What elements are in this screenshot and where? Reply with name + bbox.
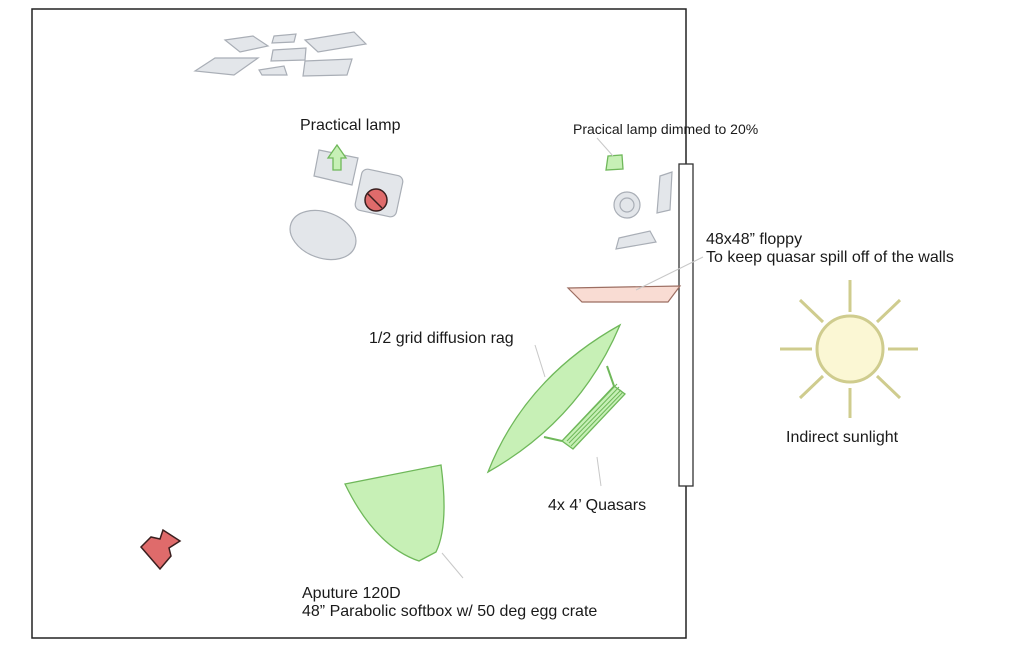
room-outline xyxy=(31,8,687,639)
floor-papers xyxy=(193,31,368,77)
leader-dimmed-lamp xyxy=(596,137,614,157)
floppy-flag xyxy=(566,285,682,303)
label-practical-lamp: Practical lamp xyxy=(300,117,401,134)
ottoman xyxy=(289,209,357,261)
chair-back xyxy=(656,171,673,214)
window-wall xyxy=(678,163,694,487)
leader-grid-rag xyxy=(534,344,546,378)
practical-lamp-group xyxy=(289,143,404,261)
label-quasars: 4x 4’ Quasars xyxy=(548,497,646,514)
label-practical-lamp-dimmed: Pracical lamp dimmed to 20% xyxy=(573,121,758,137)
dimmed-lamp-group xyxy=(605,154,673,250)
quasar-tubes xyxy=(543,365,626,450)
lamp-arrow-icon xyxy=(326,143,348,171)
label-aputure-line2: 48” Parabolic softbox w/ 50 deg egg crat… xyxy=(302,603,597,620)
camera-icon xyxy=(139,528,182,571)
grid-diffusion-rag xyxy=(486,323,622,474)
dimmed-lamp xyxy=(605,154,624,171)
label-floppy-line1: 48x48” floppy xyxy=(706,231,802,248)
leader-quasars xyxy=(596,456,602,487)
aputure-softbox xyxy=(344,464,445,562)
label-sunlight: Indirect sunlight xyxy=(786,429,899,446)
leader-floppy xyxy=(635,256,704,291)
label-aputure-line1: Aputure 120D xyxy=(302,585,401,602)
leader-aputure xyxy=(441,552,464,579)
label-grid-rag: 1/2 grid diffusion rag xyxy=(369,330,514,347)
sun-icon xyxy=(780,280,918,418)
lamp-shade-line xyxy=(366,192,383,209)
chair-seat xyxy=(615,230,657,250)
round-table-inner xyxy=(619,197,635,213)
lamp-shade xyxy=(364,188,388,212)
label-floppy-line2: To keep quasar spill off of the walls xyxy=(706,249,954,266)
